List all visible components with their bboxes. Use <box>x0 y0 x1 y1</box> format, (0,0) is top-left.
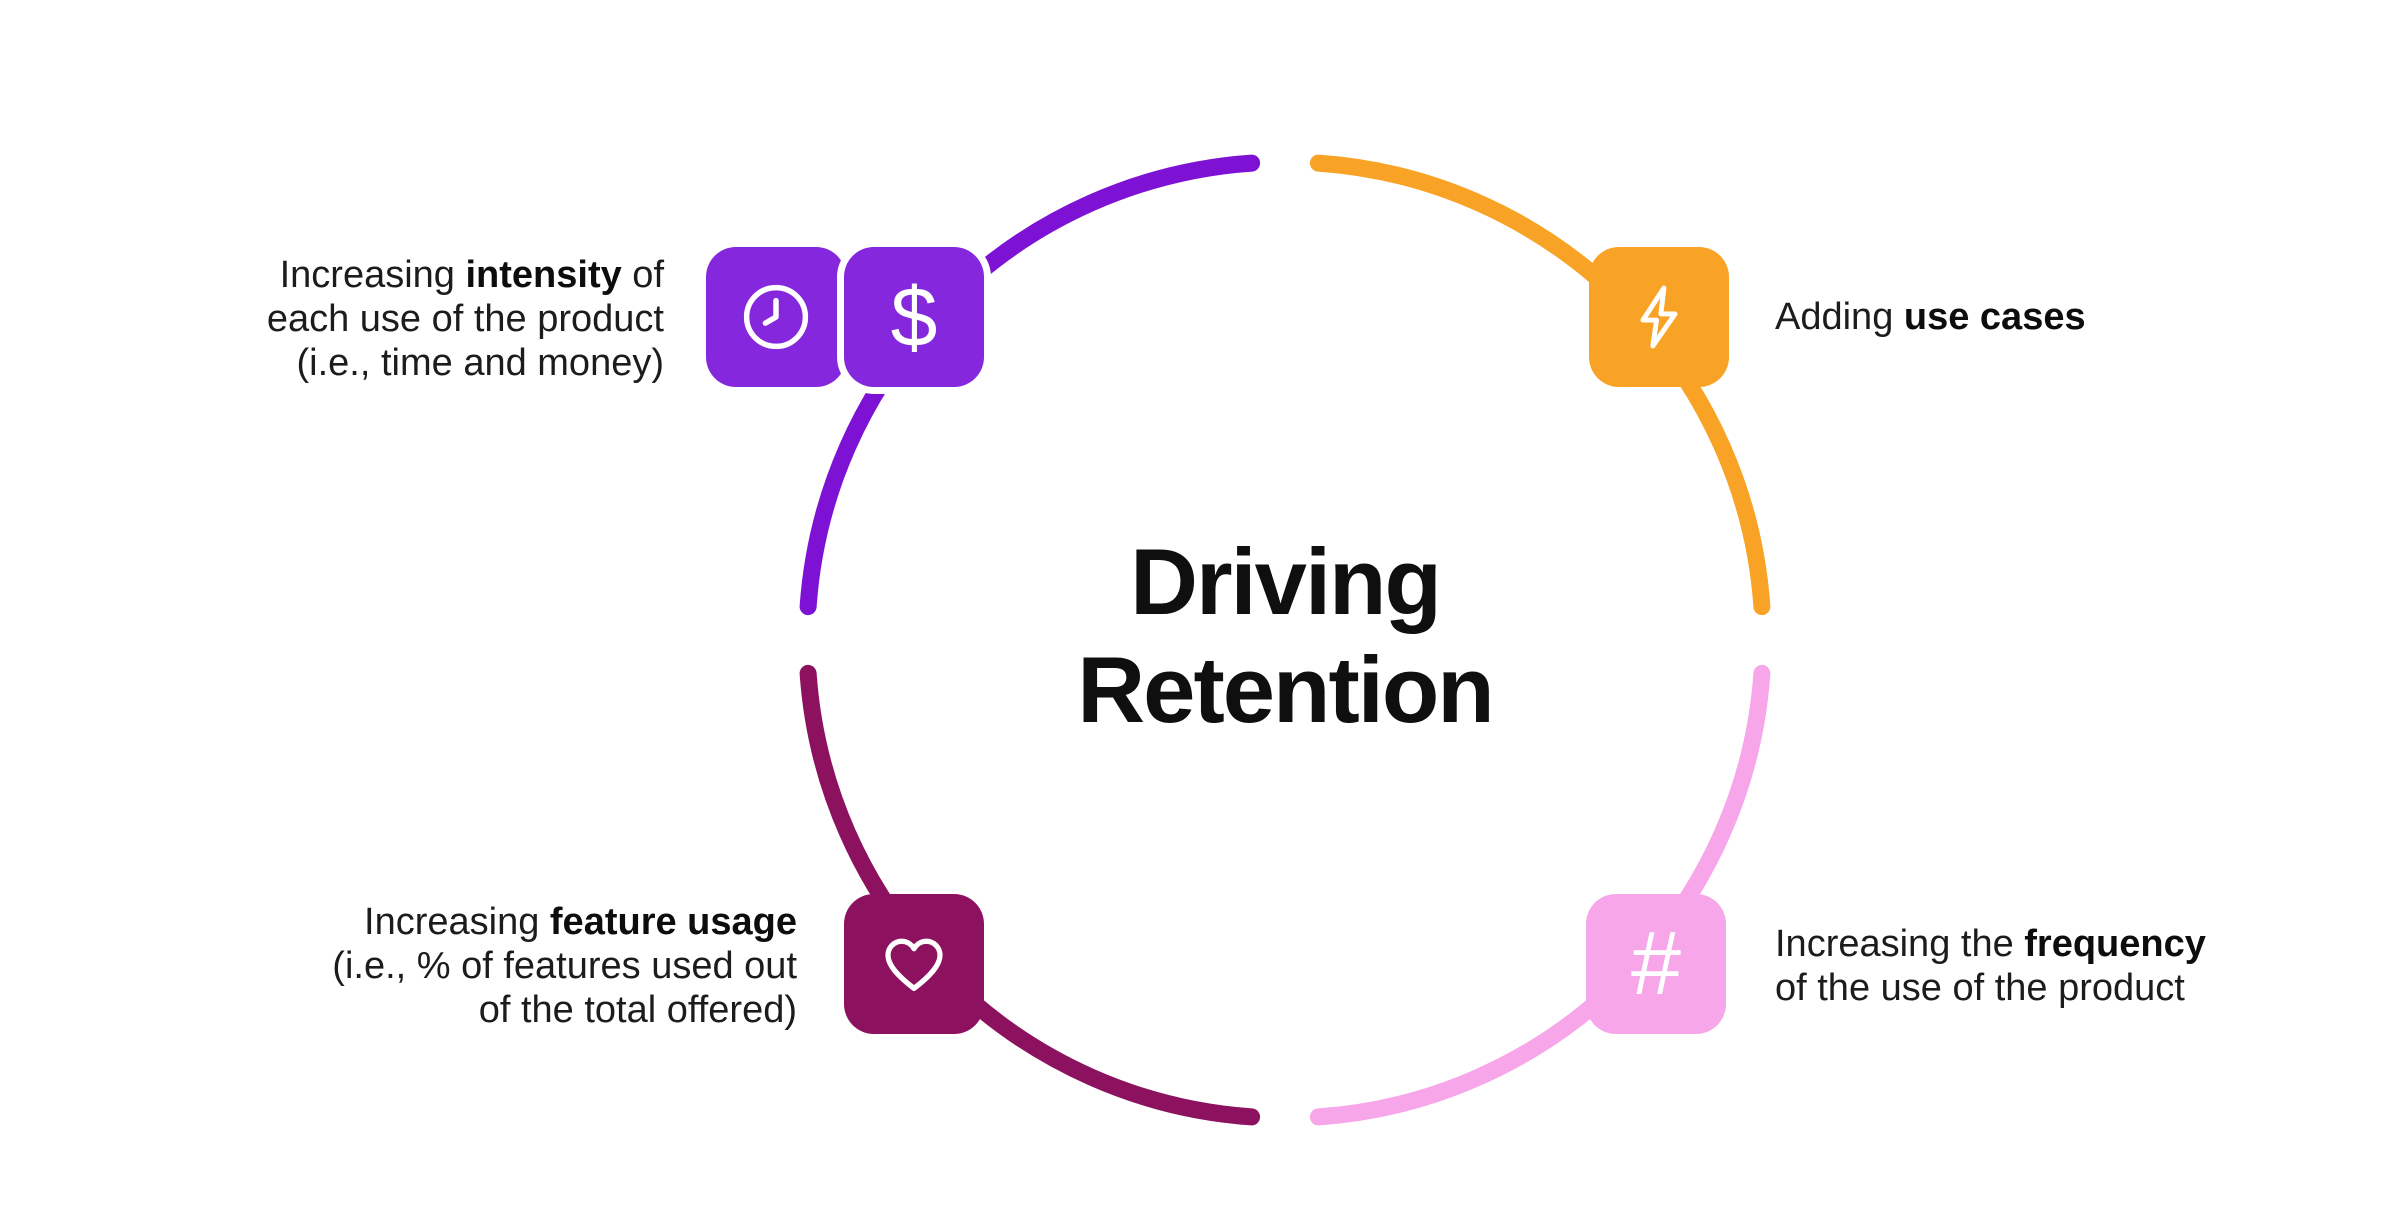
label-use-cases-line-1: Adding use cases <box>1775 295 2086 339</box>
label-intensity-line-1: Increasing intensity of <box>267 253 664 297</box>
diagram-title: Driving Retention <box>885 528 1685 744</box>
heart-badge <box>844 894 984 1034</box>
label-text: Increasing <box>364 901 550 943</box>
label-frequency-line-2: of the use of the product <box>1775 967 2185 1009</box>
label-frequency-line-1: Increasing the frequency <box>1775 922 2206 966</box>
label-bold-text: use cases <box>1903 296 2086 338</box>
clock-badge <box>706 247 846 387</box>
label-feature-usage: Increasing feature usage (i.e., % of fea… <box>332 900 797 1032</box>
heart-icon <box>885 938 943 991</box>
lightning-icon <box>1640 285 1678 349</box>
label-text: Adding <box>1775 296 1904 338</box>
clock-icon <box>743 284 809 350</box>
hash-icon: # <box>1630 914 1682 1014</box>
label-intensity-line-3: (i.e., time and money) <box>296 342 664 384</box>
label-feature-usage-line-2: (i.e., % of features used out <box>332 945 797 987</box>
label-text: Increasing the <box>1775 923 2025 965</box>
label-bold-text: frequency <box>2024 923 2206 965</box>
label-use-cases: Adding use cases <box>1775 295 2086 339</box>
label-frequency: Increasing the frequency of the use of t… <box>1775 922 2206 1010</box>
dollar-icon: $ <box>890 270 938 364</box>
label-text: Increasing <box>279 254 466 296</box>
label-intensity-line-2: each use of the product <box>266 298 664 340</box>
dollar-badge: $ <box>844 247 984 387</box>
label-intensity: Increasing intensity of each use of the … <box>267 253 664 385</box>
diagram-title-line-1: Driving <box>1130 529 1442 634</box>
label-text: of <box>621 254 664 296</box>
label-feature-usage-line-3: of the total offered) <box>478 989 797 1031</box>
hash-badge: # <box>1586 894 1726 1034</box>
label-bold-text: feature usage <box>549 901 797 943</box>
diagram-title-line-2: Retention <box>1077 637 1494 742</box>
label-feature-usage-line-1: Increasing feature usage <box>332 900 797 944</box>
lightning-badge <box>1589 247 1729 387</box>
label-bold-text: intensity <box>465 254 622 296</box>
